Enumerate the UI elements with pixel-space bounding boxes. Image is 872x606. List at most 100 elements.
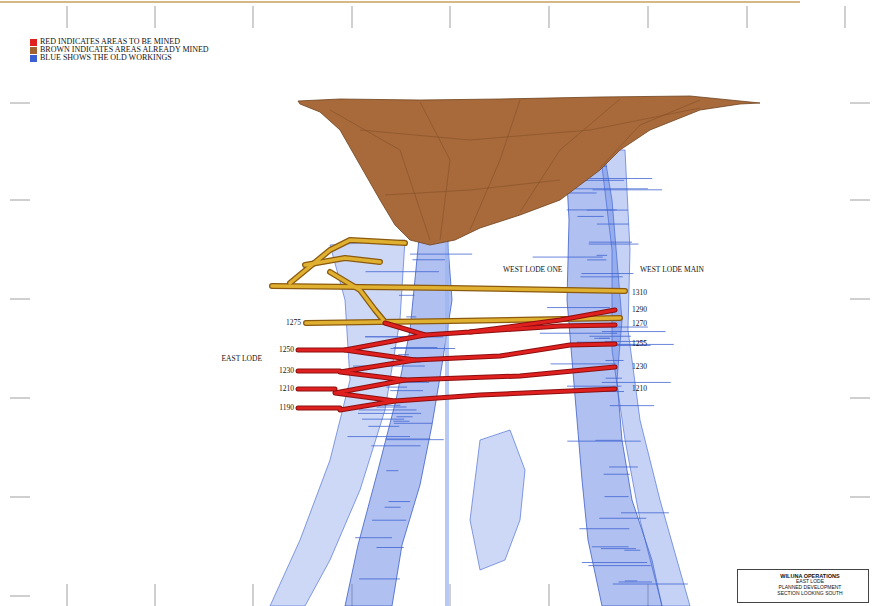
old-drive — [358, 413, 421, 414]
old-drive — [377, 407, 407, 408]
old-drive — [609, 466, 638, 467]
old-drive — [412, 259, 444, 260]
old-drive — [386, 439, 443, 440]
legend-swatch — [30, 55, 37, 62]
old-drive — [376, 547, 403, 548]
old-drive — [575, 188, 648, 189]
legend-entry: RED INDICATES AREAS TO BE MINED — [30, 38, 180, 46]
old-drive — [592, 189, 662, 190]
legend-entry: BROWN INDICATES AREAS ALREADY MINED — [30, 46, 209, 54]
old-drive — [368, 426, 399, 427]
level-number: 1290 — [632, 306, 647, 314]
grid-ticks — [10, 6, 870, 606]
old-drive — [621, 512, 669, 513]
old-drive — [385, 507, 401, 508]
level-number: 1310 — [632, 289, 647, 297]
old-drive — [410, 254, 472, 255]
old-drive — [589, 336, 631, 337]
old-drive — [390, 390, 423, 391]
legend-swatch — [30, 39, 37, 46]
lode-name: EAST LODE — [222, 355, 263, 363]
old-drive — [594, 338, 609, 339]
old-drive — [605, 496, 629, 497]
old-drive — [359, 578, 400, 579]
old-drive — [581, 276, 623, 277]
top-rule — [0, 1, 800, 3]
old-drive — [567, 209, 617, 210]
legend-swatch — [30, 47, 37, 54]
old-drive — [599, 338, 610, 339]
old-drive — [384, 405, 400, 406]
mined-development — [272, 240, 625, 323]
old-drive — [619, 581, 652, 582]
old-drive — [589, 244, 639, 245]
level-number: 1230 — [632, 363, 647, 371]
old-drive — [394, 423, 432, 424]
old-drive — [597, 255, 607, 256]
old-drive — [599, 518, 646, 519]
old-drive — [597, 224, 629, 225]
drawing-title: SECTION LOOKING SOUTH — [756, 591, 864, 597]
old-drive — [389, 501, 411, 502]
old-drive — [613, 584, 688, 585]
old-drive — [602, 331, 666, 332]
level-number: 1270 — [632, 320, 647, 328]
old-drive — [581, 273, 633, 274]
old-drive — [587, 259, 606, 260]
old-drive — [390, 348, 455, 349]
old-drive — [406, 316, 416, 317]
old-drive — [601, 548, 636, 549]
old-drive — [398, 354, 409, 355]
legend-text: RED INDICATES AREAS TO BE MINED — [40, 38, 180, 46]
old-drive — [397, 416, 413, 417]
old-drive — [386, 387, 407, 388]
old-drive — [579, 528, 629, 529]
planned-development — [298, 310, 615, 410]
old-drive — [567, 441, 640, 442]
lode-name: WEST LODE MAIN — [640, 266, 704, 274]
old-drive — [582, 562, 647, 563]
level-number: 1250 — [279, 346, 294, 354]
old-drive — [610, 405, 654, 406]
old-drive — [394, 347, 438, 348]
old-drive — [365, 271, 438, 272]
level-number: 1190 — [279, 404, 294, 412]
lode-name: WEST LODE ONE — [503, 266, 562, 274]
old-drive — [355, 537, 392, 538]
legend-text: BLUE SHOWS THE OLD WORKINGS — [40, 54, 172, 62]
old-drive — [533, 257, 603, 258]
level-number: 1255 — [632, 340, 647, 348]
old-drive — [393, 421, 409, 422]
old-drive — [585, 180, 624, 181]
old-drive — [577, 216, 603, 217]
level-number: 1230 — [279, 367, 294, 375]
open-pit — [298, 96, 760, 245]
old-drive — [589, 242, 632, 243]
old-drive — [589, 178, 652, 179]
old-drive — [347, 436, 410, 437]
old-drive — [592, 546, 629, 547]
legend-entry: BLUE SHOWS THE OLD WORKINGS — [30, 54, 172, 62]
level-number: 1210 — [632, 385, 647, 393]
old-drive — [371, 445, 420, 446]
old-drive — [372, 520, 406, 521]
old-drive — [602, 382, 671, 383]
old-drive — [567, 386, 621, 387]
old-drive — [359, 409, 417, 410]
level-number: 1275 — [286, 319, 301, 327]
old-drive — [625, 580, 637, 581]
old-drive — [386, 470, 398, 471]
old-drive — [588, 565, 650, 566]
old-drive — [624, 550, 640, 551]
title-block: WILUNA OPERATIONSEAST LODEPLANNED DEVELO… — [737, 569, 869, 603]
old-drive — [606, 378, 622, 379]
old-drive — [551, 363, 616, 364]
old-drive — [604, 474, 630, 475]
old-drive — [362, 419, 404, 420]
level-number: 1210 — [279, 385, 294, 393]
old-drive — [605, 360, 623, 361]
old-drive — [547, 307, 610, 308]
old-drive — [399, 295, 415, 296]
legend-text: BROWN INDICATES AREAS ALREADY MINED — [40, 46, 209, 54]
